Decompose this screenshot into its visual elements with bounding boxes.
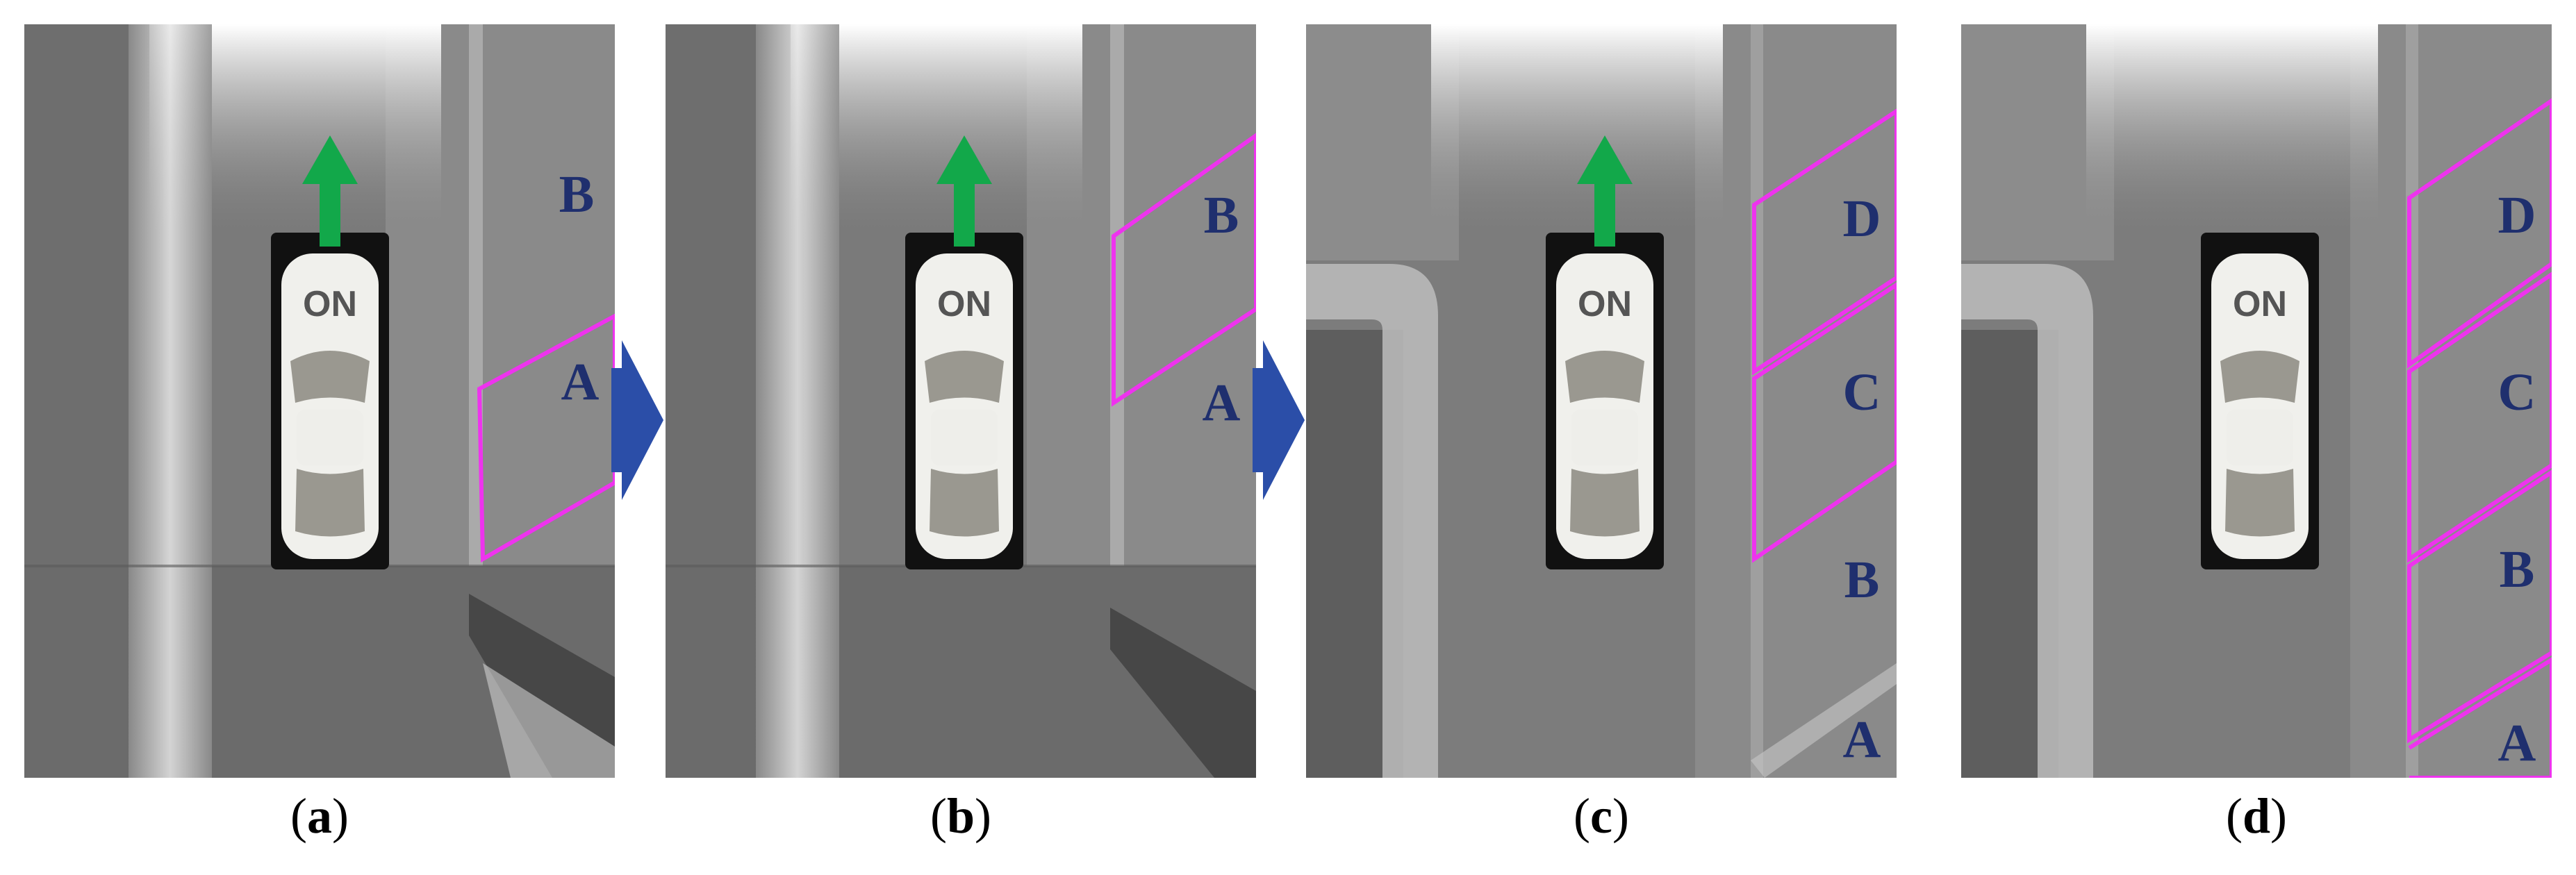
panel-d: ON D C B A	[1961, 24, 2552, 778]
panel-b-scene: ON B A	[666, 24, 1256, 778]
spot-label: A	[1843, 710, 1881, 769]
spot-label: A	[1203, 374, 1241, 432]
ego-vehicle: ON	[2201, 233, 2319, 569]
spot-label: B	[1844, 551, 1880, 609]
caption-letter: c	[1590, 788, 1612, 844]
caption-letter: d	[2242, 788, 2271, 844]
spot-label: A	[561, 353, 600, 411]
parking-spot-a-outline	[477, 313, 615, 563]
spot-label: A	[2498, 714, 2536, 772]
spot-label: B	[2500, 540, 2535, 599]
flow-arrow-icon	[1253, 340, 1305, 500]
spot-label: C	[1843, 363, 1881, 422]
car-status-label: ON	[303, 284, 357, 324]
panel-b: ON B A	[666, 24, 1256, 778]
flow-arrow-icon	[611, 340, 663, 500]
parking-spot-a-outline	[2408, 657, 2552, 778]
spot-label: C	[2498, 363, 2536, 422]
heading-arrow-icon	[302, 135, 358, 247]
car-status-label: ON	[1578, 284, 1632, 324]
panel-c-scene: ON D C B A	[1306, 24, 1897, 778]
caption-letter: a	[307, 788, 332, 844]
parking-spot-c-outline	[1752, 282, 1897, 563]
panel-d-scene: ON D C B A	[1961, 24, 2552, 778]
car-status-label: ON	[2233, 284, 2287, 324]
heading-arrow-icon	[936, 135, 992, 247]
parking-spot-d-outline	[2407, 98, 2552, 369]
caption-a: (a)	[290, 788, 349, 844]
ego-vehicle: ON	[1546, 233, 1664, 569]
caption-c: (c)	[1574, 788, 1629, 844]
parking-spot-d-outline	[1752, 108, 1897, 376]
parking-spot-c-outline	[2407, 272, 2552, 563]
spot-label: D	[1843, 190, 1881, 248]
spot-label: B	[559, 165, 595, 224]
panel-a: ON B A	[24, 24, 615, 778]
caption-d: (d)	[2225, 788, 2287, 844]
car-status-label: ON	[937, 284, 991, 324]
caption-b: (b)	[930, 788, 991, 844]
caption-letter: b	[946, 788, 975, 844]
panel-c: ON D C B A	[1306, 24, 1897, 778]
ego-vehicle: ON	[271, 233, 389, 569]
spot-label: B	[1204, 186, 1239, 244]
spot-label: D	[2498, 186, 2536, 244]
panel-a-scene: ON B A	[24, 24, 615, 778]
parking-spot-b-outline	[1112, 133, 1256, 407]
parking-spot-b-outline	[2407, 469, 2552, 744]
heading-arrow-icon	[1577, 135, 1633, 247]
ego-vehicle: ON	[905, 233, 1023, 569]
